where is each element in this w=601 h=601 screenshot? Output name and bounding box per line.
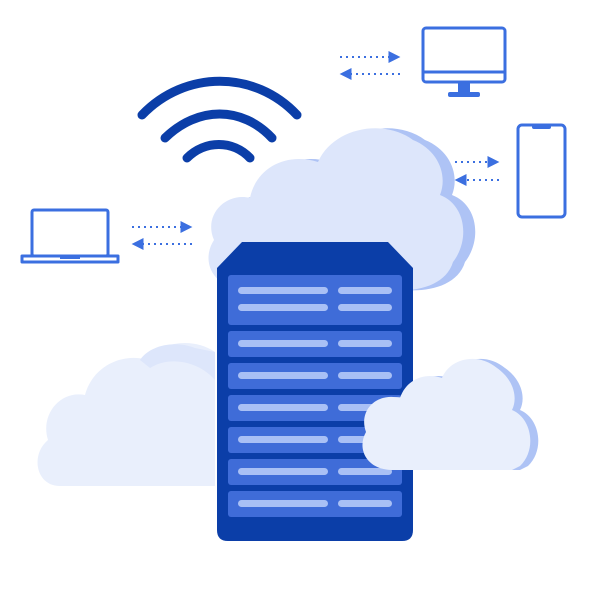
laptop-icon [20, 208, 120, 264]
desktop-connection-arrows [339, 51, 401, 80]
server-slots [228, 275, 402, 517]
smartphone-icon [516, 123, 567, 219]
desktop-monitor-icon [421, 26, 507, 97]
cloud-icon [37, 342, 216, 486]
server-rack-icon [217, 242, 413, 541]
cloud-icon [362, 358, 539, 470]
laptop-connection-arrows [131, 221, 193, 250]
phone-connection-arrows [454, 156, 500, 186]
wifi-icon [137, 76, 302, 163]
